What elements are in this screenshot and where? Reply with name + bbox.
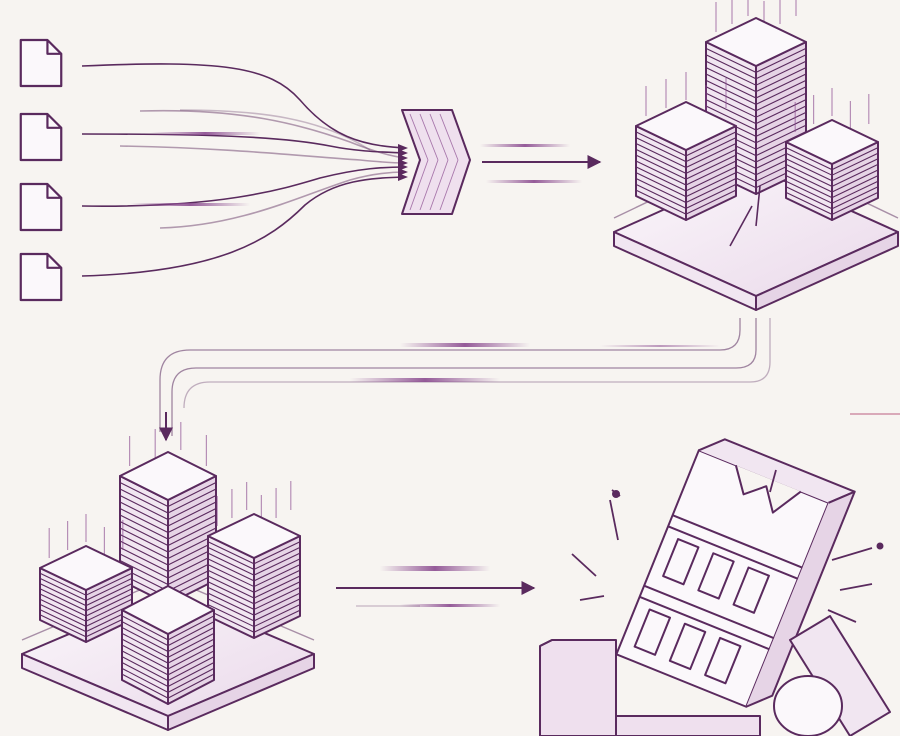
rubble-block — [539, 639, 617, 736]
rubble-block — [615, 715, 761, 736]
city-cluster-top — [613, 0, 899, 311]
chevron-output-arrows — [480, 144, 602, 183]
motion-streak — [350, 378, 500, 382]
flow-line — [119, 145, 406, 164]
server-stack-icon — [785, 88, 879, 221]
motion-streak — [480, 144, 570, 147]
motion-streak — [600, 345, 720, 347]
motion-streak — [400, 604, 500, 607]
server-stack-icon — [119, 422, 217, 605]
platform-side — [167, 653, 315, 731]
loop-line — [171, 318, 757, 436]
document-icon — [19, 38, 63, 88]
boulder — [773, 675, 843, 736]
server-stack-icon — [635, 72, 737, 221]
document-icon — [19, 112, 63, 162]
debris-lines — [571, 469, 873, 623]
motion-streaks — [130, 132, 260, 206]
loop-line — [183, 318, 771, 409]
debris-particle — [876, 542, 884, 550]
document-icon — [19, 252, 63, 302]
window-icon — [732, 566, 770, 614]
flow-line — [139, 109, 406, 159]
arrowhead-icon — [398, 173, 408, 181]
document-icon — [19, 182, 63, 232]
window-icon — [697, 552, 735, 600]
chevron-hatching — [409, 113, 459, 211]
flow-line — [81, 166, 406, 207]
flow-line — [81, 133, 406, 154]
window-icon — [662, 538, 700, 586]
motion-streak — [400, 343, 530, 347]
window-icon — [668, 622, 707, 671]
flow-line — [81, 176, 406, 277]
merge-arrowheads — [398, 144, 408, 181]
flow-line — [179, 109, 371, 151]
window-icon — [704, 636, 742, 685]
city-cluster-bottom — [21, 422, 315, 731]
merge-flow-lines — [81, 63, 406, 277]
flow-line — [159, 171, 406, 229]
window-icon — [633, 608, 672, 656]
chevron-icon — [401, 109, 471, 215]
motion-streak — [380, 566, 490, 571]
debris-particle — [612, 490, 620, 498]
collapse-arrows — [336, 566, 536, 607]
source-documents — [19, 38, 63, 302]
tilted-tower — [615, 438, 856, 708]
server-stack-icon — [121, 585, 215, 705]
server-stack-icon — [39, 514, 133, 643]
platform-side — [755, 231, 899, 311]
collapsing-building — [539, 438, 891, 736]
flow-line — [81, 63, 406, 149]
merge-chevron — [401, 109, 471, 215]
loop-line — [159, 318, 741, 432]
return-loop — [159, 318, 771, 442]
motion-streak — [150, 132, 260, 135]
loop-streaks — [350, 343, 720, 382]
motion-streak — [486, 180, 582, 183]
server-stack-icon — [207, 481, 301, 639]
motion-streak — [130, 203, 250, 206]
